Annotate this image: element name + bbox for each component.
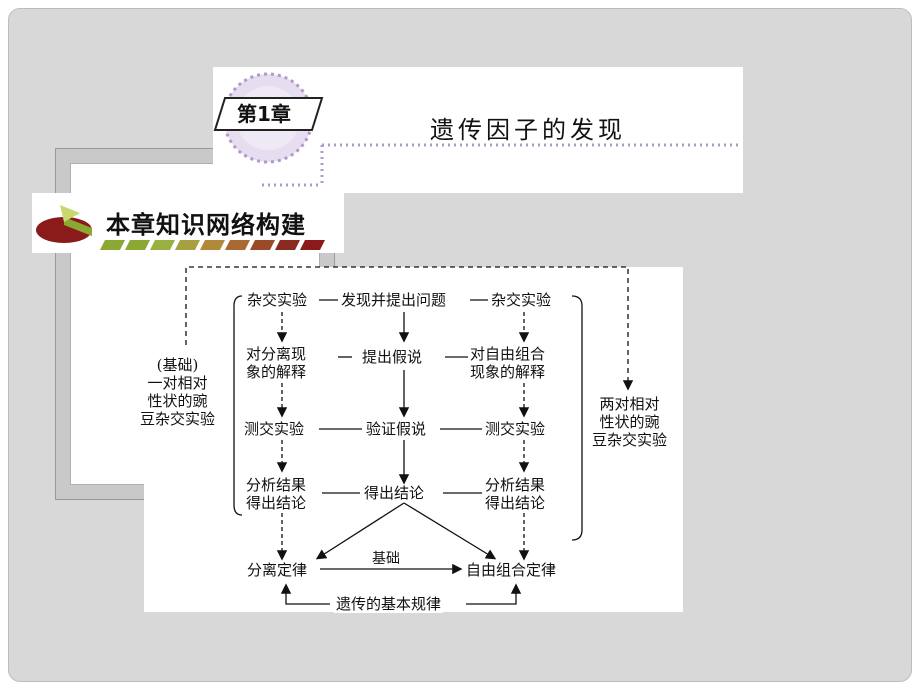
two-pair-trait-label: 两对相对 性状的豌 豆杂交实验	[592, 395, 668, 449]
section-title: 本章知识网络构建	[106, 211, 306, 239]
chapter-title: 遗传因子的发现	[430, 116, 626, 144]
stripe-4	[175, 240, 200, 250]
left-analysis: 分析结果 得出结论	[246, 476, 307, 512]
mid-arrow-right-law	[403, 502, 497, 560]
stripe-3	[150, 240, 175, 250]
stripe-2	[125, 240, 150, 250]
mid-arrow-left-law	[315, 502, 405, 560]
pie-slice-green	[64, 217, 92, 236]
left-brace	[233, 295, 243, 516]
right-hypothesis: 对自由组合 现象的解释	[470, 345, 546, 381]
independent-assortment-law: 自由组合定律	[466, 561, 557, 579]
left-cross-experiment: 杂交实验	[247, 291, 308, 309]
stripe-9	[300, 240, 325, 250]
right-analysis: 分析结果 得出结论	[485, 476, 546, 512]
bottom-bracket-right	[466, 583, 522, 605]
stripe-8	[275, 240, 300, 250]
segregation-law: 分离定律	[247, 561, 308, 579]
left-testcross: 测交实验	[244, 420, 305, 438]
basic-laws-label: 遗传的基本规律	[334, 595, 444, 613]
stripe-7	[250, 240, 275, 250]
right-cross-experiment: 杂交实验	[491, 291, 552, 309]
right-testcross: 测交实验	[485, 420, 546, 438]
chapter-label: 第1章	[237, 102, 291, 126]
pie-slice-light	[60, 205, 80, 222]
one-pair-trait-label: (基础) 一对相对 性状的豌 豆杂交实验	[140, 356, 216, 428]
chapter-label-box	[213, 97, 324, 131]
stripe-6	[225, 240, 250, 250]
stripe-5	[200, 240, 225, 250]
mid-verify-hypothesis: 验证假说	[366, 420, 427, 438]
mid-propose-hypothesis: 提出假说	[362, 348, 423, 366]
stripe-1	[100, 240, 125, 250]
outer-dashed-arrow	[185, 266, 634, 391]
basis-label: 基础	[372, 551, 400, 567]
right-brace	[571, 295, 583, 541]
left-hypothesis: 对分离现 象的解释	[246, 345, 307, 381]
mid-conclusion: 得出结论	[364, 484, 425, 502]
mid-discover-problem: 发现并提出问题	[341, 291, 447, 309]
bottom-bracket-left	[280, 583, 330, 605]
